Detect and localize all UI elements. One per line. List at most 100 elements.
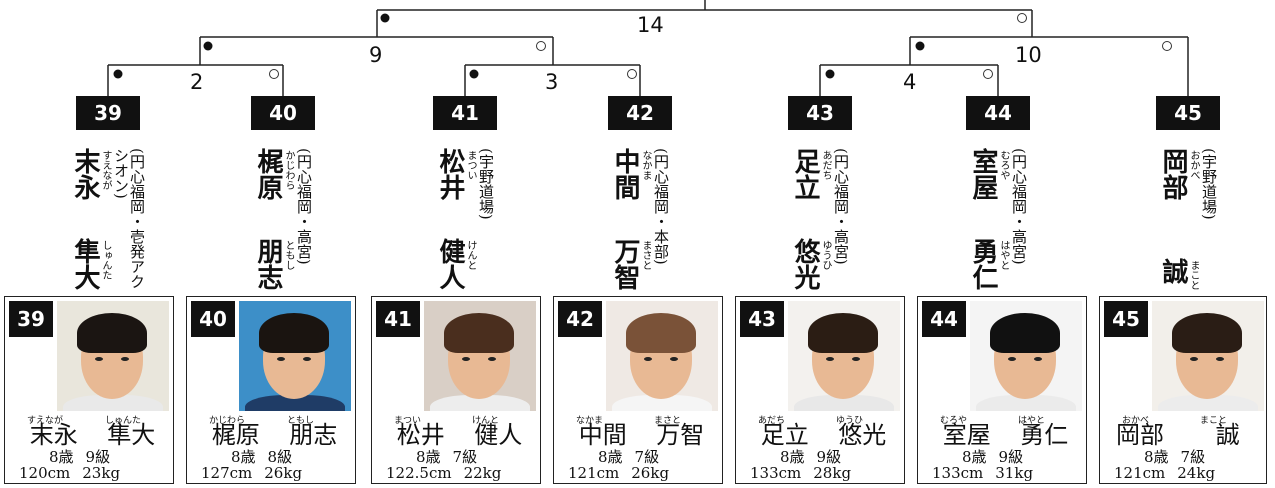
dojo-label: (宇野道場) <box>1200 148 1218 220</box>
entry-number-box: 42 <box>608 96 672 130</box>
player-name: 末永隼大 <box>15 421 170 449</box>
entry-name-column: (円心福岡・高宮)足立あだち悠光ゆうひ <box>774 148 866 290</box>
surname: 梶原 <box>211 421 260 449</box>
match-number-final: 14 <box>637 13 664 37</box>
name-ruby-row: あだちゆうひ <box>758 413 898 426</box>
given-name: 健人 <box>435 238 465 290</box>
player-name-vertical: 梶原かじわら朋志ともし <box>253 148 294 290</box>
name-ruby-row: すえながしゅんた <box>27 413 167 426</box>
surname: 足立 <box>790 148 820 200</box>
age: 8歳 <box>49 448 74 466</box>
player-name-vertical: 中間なかま万智まさと <box>610 148 651 290</box>
surname-ruby: かじわら <box>283 150 294 190</box>
grade: 9級 <box>85 448 111 466</box>
given-name: 万智 <box>610 238 640 290</box>
age: 8歳 <box>780 448 805 466</box>
given-name-ruby: しゅんた <box>100 240 111 280</box>
given-name-ruby: はやと <box>1018 416 1046 426</box>
entry-number-box: 45 <box>1156 96 1220 130</box>
player-name-vertical: 足立あだち悠光ゆうひ <box>790 148 831 290</box>
card-number-badge: 44 <box>922 301 966 337</box>
tournament-bracket: 14 9 10 2 3 4 <box>107 0 1189 96</box>
surname: 室屋 <box>968 148 998 200</box>
surname: 岡部 <box>1158 148 1188 200</box>
player-photo <box>239 301 351 411</box>
entry-name-column: (円心福岡・壱発アクシオン)末永すえなが隼大しゅんた <box>62 148 154 290</box>
player-name: 室屋 勇仁 <box>928 421 1083 449</box>
player-name: 足立悠光 <box>746 421 901 449</box>
surname: 末永 <box>70 148 100 200</box>
win-dot <box>380 13 390 23</box>
surname: 松井 <box>396 421 445 449</box>
surname-ruby: かじわら <box>209 416 246 426</box>
weight: 22kg <box>463 464 502 482</box>
lose-dot <box>627 69 637 79</box>
grade: 7級 <box>1180 448 1206 466</box>
match-number-q3: 4 <box>903 70 916 94</box>
card-number-badge: 41 <box>376 301 420 337</box>
card-number-badge: 39 <box>9 301 53 337</box>
card-number-badge: 42 <box>558 301 602 337</box>
dojo-label: (円心福岡・壱発アクシオン) <box>112 148 146 289</box>
player-name: 梶原 朋志 <box>197 421 352 449</box>
lose-dot <box>1162 41 1172 51</box>
player-name-vertical: 松井まつい健人けんと <box>435 148 476 290</box>
weight: 24kg <box>1177 464 1216 482</box>
age: 8歳 <box>598 448 623 466</box>
given-name: 朋志 <box>289 421 338 449</box>
surname-ruby: すえなが <box>27 416 64 426</box>
surname: 岡部 <box>1116 421 1164 449</box>
match-number-q1: 2 <box>190 70 203 94</box>
surname-ruby: なかま <box>640 150 651 180</box>
given-name-ruby: けんと <box>472 416 500 426</box>
weight: 26kg <box>631 464 670 482</box>
surname-ruby: まつい <box>465 150 476 180</box>
weight: 26kg <box>264 464 303 482</box>
given-name-ruby: ともし <box>287 416 315 426</box>
surname-ruby: むろや <box>940 416 968 426</box>
entry-name-column: (宇野道場)松井まつい健人けんと <box>419 148 511 290</box>
age: 8歳 <box>962 448 987 466</box>
given-name: 隼大 <box>107 421 156 449</box>
entry-name-column: (円心福岡・高宮)室屋むろや勇仁はやと <box>952 148 1044 290</box>
surname: 中間 <box>578 421 627 449</box>
match-number-semi-left: 9 <box>369 43 382 67</box>
win-dot <box>469 69 479 79</box>
win-dot <box>113 69 123 79</box>
surname-ruby: おかべ <box>1188 150 1199 180</box>
given-name: 万智 <box>656 421 705 449</box>
win-dot <box>825 69 835 79</box>
given-name: 勇仁 <box>1020 421 1069 449</box>
player-photo <box>57 301 169 411</box>
lose-dot <box>269 69 279 79</box>
given-name-ruby: まさと <box>654 416 682 426</box>
surname: 松井 <box>435 148 465 200</box>
given-name-ruby: はやと <box>998 240 1009 270</box>
given-name: 悠光 <box>838 421 887 449</box>
match-number-semi-right: 10 <box>1015 43 1042 67</box>
surname-ruby: あだち <box>758 416 786 426</box>
player-name-vertical: 岡部おかべ誠まこと <box>1158 148 1199 290</box>
given-name-ruby: まさと <box>640 240 651 270</box>
age: 8歳 <box>416 448 441 466</box>
height: 121cm <box>1114 464 1166 482</box>
given-name: 勇仁 <box>968 238 998 290</box>
given-name-ruby: ゆうひ <box>820 240 831 270</box>
surname: 室屋 <box>942 421 991 449</box>
height: 133cm <box>932 464 984 482</box>
name-ruby-row: なかままさと <box>576 413 716 426</box>
player-photo <box>970 301 1082 411</box>
entry-name-column: (円心福岡・高宮)梶原かじわら朋志ともし <box>237 148 329 290</box>
weight: 31kg <box>995 464 1034 482</box>
given-name: 誠 <box>1215 421 1240 449</box>
weight: 28kg <box>813 464 852 482</box>
player-photo <box>606 301 718 411</box>
win-dot <box>915 41 925 51</box>
entry-number-box: 43 <box>788 96 852 130</box>
